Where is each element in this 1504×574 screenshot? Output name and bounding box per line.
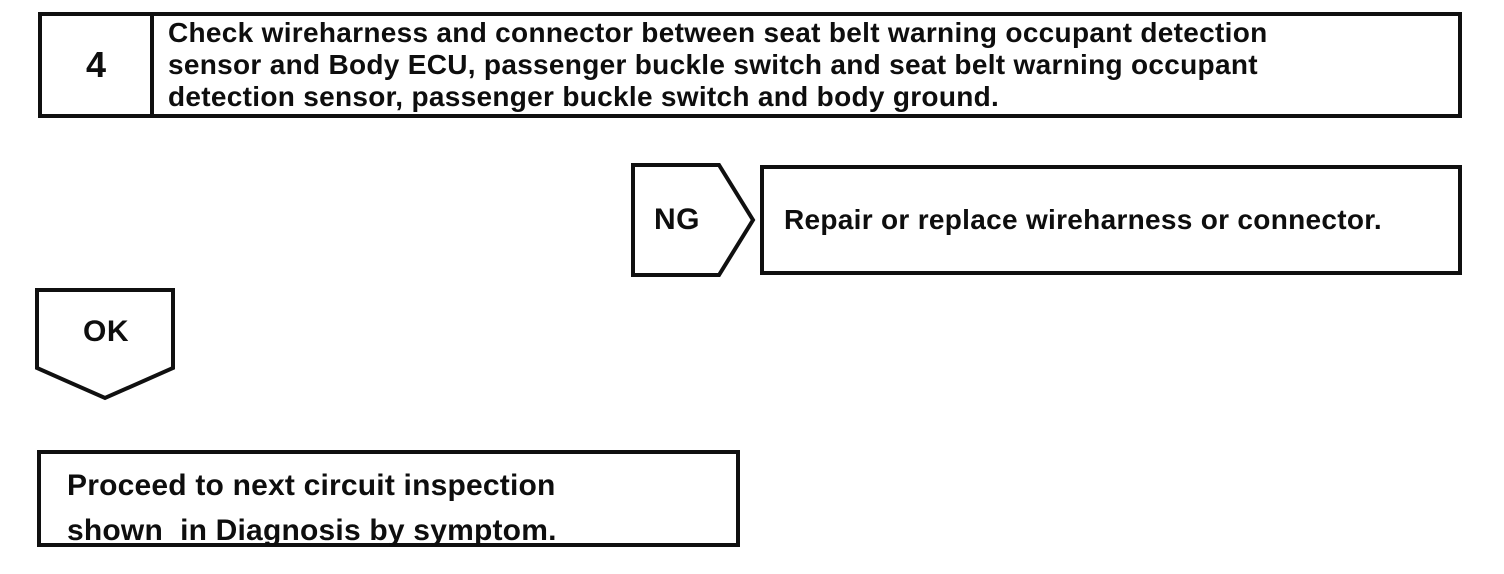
ng-action-text: Repair or replace wireharness or connect…	[784, 204, 1383, 235]
ok-action-box: Proceed to next circuit inspection shown…	[37, 450, 740, 547]
step-table: 4 Check wireharness and connector betwee…	[38, 12, 1462, 118]
ok-connector-label: OK	[83, 315, 129, 348]
ng-action-box: Repair or replace wireharness or connect…	[760, 165, 1462, 275]
step-instruction: Check wireharness and connector between …	[154, 16, 1458, 114]
step-number: 4	[42, 16, 154, 114]
ng-connector-label: NG	[654, 203, 700, 236]
ok-connector-shape	[35, 288, 175, 401]
ok-action-line: Proceed to next circuit inspection	[67, 469, 556, 502]
ok-action-line: shown in Diagnosis by symptom.	[67, 514, 557, 547]
step-instruction-line: detection sensor, passenger buckle switc…	[168, 81, 1000, 112]
step-instruction-line: Check wireharness and connector between …	[168, 17, 1268, 48]
step-instruction-line: sensor and Body ECU, passenger buckle sw…	[168, 49, 1258, 80]
ng-connector-shape	[631, 163, 756, 277]
